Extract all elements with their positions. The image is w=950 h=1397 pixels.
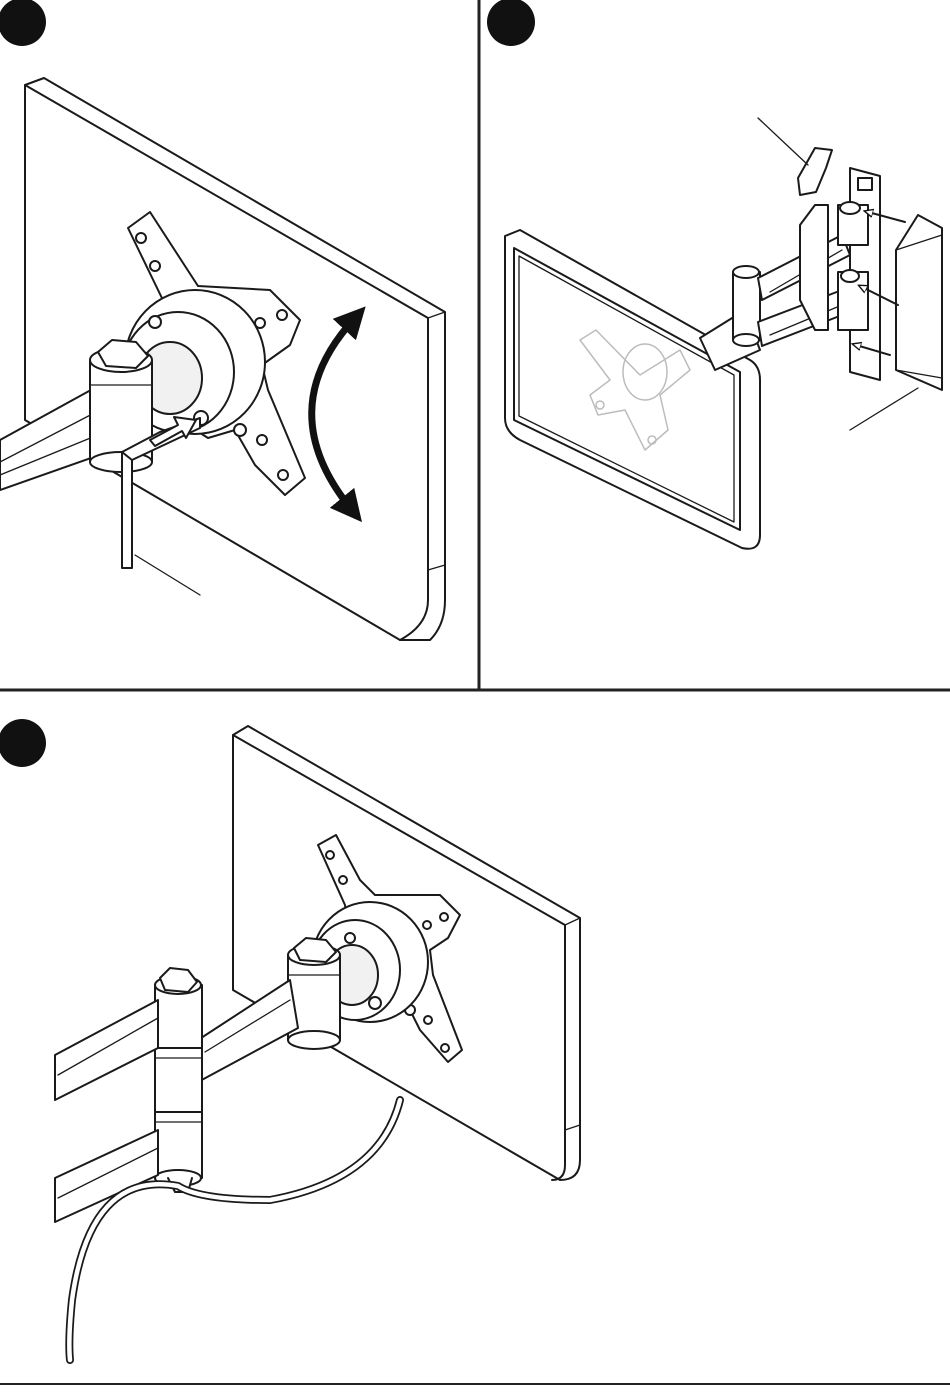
step-badge-2-icon (487, 0, 535, 46)
callout-line-top-cap (758, 118, 808, 165)
monitor-front-panel-2 (505, 230, 760, 549)
top-cap-piece (798, 148, 832, 195)
cable-path (69, 1100, 400, 1360)
right-cover-piece (896, 215, 942, 390)
elbow-knuckle-panel-3 (155, 968, 202, 1186)
panel-1-illustration (0, 78, 445, 640)
step-badge-3-icon (0, 719, 46, 767)
callout-line-hex-key (135, 555, 200, 595)
callout-line-cover (850, 388, 918, 430)
panel-3-illustration (55, 726, 580, 1360)
step-badge-1-icon (0, 0, 46, 46)
cable-path-inner (69, 1100, 400, 1360)
panel-2-illustration (505, 118, 942, 549)
front-knuckle-panel-3 (288, 938, 340, 1049)
